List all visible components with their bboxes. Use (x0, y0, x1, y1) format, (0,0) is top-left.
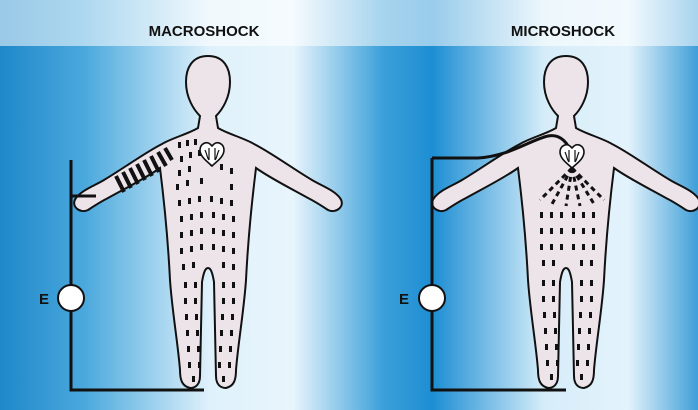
macroshock-voltage-source (58, 285, 84, 311)
macroshock-title: MACROSHOCK (149, 23, 260, 40)
microshock-title: MICROSHOCK (511, 23, 615, 40)
macroshock-source-label: E (39, 291, 49, 308)
microshock-voltage-source (419, 285, 445, 311)
microshock-source-label: E (399, 291, 409, 308)
